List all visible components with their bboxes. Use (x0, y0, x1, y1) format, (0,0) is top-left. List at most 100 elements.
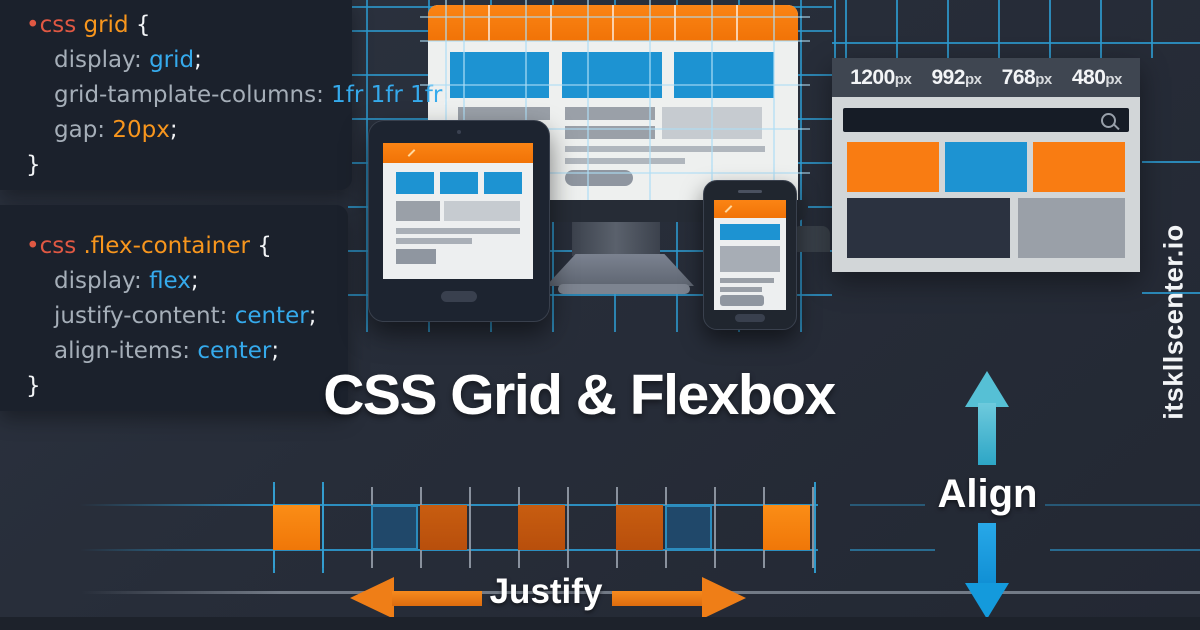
flex-item-square (616, 505, 663, 550)
monitor-blue-block (450, 52, 549, 98)
phone-image-block (720, 246, 780, 272)
tablet-home-button (441, 291, 477, 302)
browser-gray-block (1018, 198, 1125, 258)
grid-line-horizontal (832, 42, 1200, 44)
grid-tick (814, 482, 816, 573)
token-property: display: (54, 268, 150, 294)
flex-item-square (665, 505, 712, 550)
page-title: CSS Grid & Flexbox (323, 363, 836, 427)
tablet-text-bar (396, 201, 440, 221)
breakpoint-unit: px (964, 70, 982, 88)
token-property: display: (54, 47, 150, 73)
breakpoint-value: 1200 (850, 65, 895, 89)
flex-item-square (273, 505, 320, 550)
monitor-blue-block (562, 52, 662, 98)
breakpoint-label: 768px (1001, 65, 1053, 90)
background-grid-top-right (832, 0, 1200, 58)
align-arrow-down-icon (965, 523, 1009, 619)
search-bar (843, 108, 1129, 132)
camera-dot-icon (457, 130, 461, 134)
phone-text-line (720, 287, 762, 292)
browser-blue-block (945, 142, 1027, 192)
phone-screen (714, 200, 786, 310)
token-value: 20px (112, 117, 170, 143)
token-selector-name: grid (76, 12, 129, 38)
code-line: •css grid { (0, 8, 352, 43)
bottom-bar (0, 617, 1200, 630)
code-line: gap: 20px; (0, 113, 352, 148)
tablet-header-band (383, 143, 533, 163)
phone-blue-block (720, 224, 780, 240)
breakpoint-label: 480px (1071, 65, 1123, 90)
brand-watermark: itskllscenter.io (1158, 224, 1189, 420)
monitor-stand-base (558, 284, 690, 294)
tablet-blue-block (440, 172, 478, 194)
justify-label: Justify (489, 572, 603, 611)
token-close-brace: } (26, 373, 41, 399)
browser-orange-block (1033, 142, 1125, 192)
browser-body (832, 97, 1140, 272)
token-open-brace: { (249, 233, 272, 259)
phone-button (720, 295, 764, 306)
tablet-blue-block (396, 172, 434, 194)
code-line: align-items: center; (0, 334, 348, 369)
monitor-text-bar (565, 126, 655, 139)
tablet-text-line (396, 238, 472, 244)
monitor-button (565, 170, 633, 186)
token-property: gap: (54, 117, 113, 143)
tablet-text-bar (444, 201, 520, 221)
code-line: display: grid; (0, 43, 352, 78)
breakpoint-value: 992 (931, 65, 965, 89)
breakpoint-label: 1200px (850, 65, 912, 90)
css-flex-code-panel: •css .flex-container { display: flex; ju… (0, 205, 348, 411)
justify-arrow-right-icon (612, 577, 746, 619)
flex-item-square (763, 505, 810, 550)
tablet-text-line (396, 228, 520, 234)
flex-item-square (371, 505, 418, 550)
grid-line-horizontal (1045, 504, 1200, 506)
token-value: flex (149, 268, 191, 294)
phone-speaker-icon (738, 190, 762, 193)
monitor-shadow-notch (792, 226, 830, 252)
code-line: grid-tamplate-columns: 1fr 1fr 1fr; (0, 78, 450, 113)
monitor-stand-foot (546, 254, 694, 286)
css-grid-code-panel: •css grid { display: grid; grid-tamplate… (0, 0, 450, 190)
token-selector-tag: •css (26, 233, 77, 259)
justify-arrow-left-icon (350, 577, 482, 619)
monitor-blue-block (674, 52, 774, 98)
grid-line-horizontal (1142, 292, 1200, 294)
token-selector-name: .flex-container (76, 233, 250, 259)
breakpoint-value: 768 (1001, 65, 1036, 89)
flex-item-square (420, 505, 467, 550)
grid-line-horizontal (1142, 161, 1200, 163)
breakpoint-unit: px (1035, 70, 1052, 88)
token-semicolon: ; (194, 47, 202, 73)
grid-line-horizontal (850, 504, 925, 506)
search-icon (1101, 113, 1116, 128)
code-line: justify-content: center; (0, 299, 348, 334)
edit-icon (407, 149, 416, 157)
tablet-button (396, 249, 436, 264)
token-semicolon: ; (271, 338, 280, 364)
token-open-brace: { (128, 12, 151, 38)
token-property: grid-tamplate-columns: (54, 82, 332, 108)
code-line: } (0, 369, 348, 404)
monitor-text-line (565, 158, 685, 164)
token-semicolon: ; (308, 303, 317, 329)
tablet-blue-block (484, 172, 522, 194)
phone-device (703, 180, 797, 330)
breakpoint-label: 992px (931, 65, 982, 90)
token-selector-tag: •css (26, 12, 77, 38)
monitor-header-band (428, 5, 798, 41)
token-value: center (197, 338, 272, 364)
code-line: } (0, 148, 352, 183)
grid-line-horizontal (1050, 549, 1200, 551)
monitor-text-line (565, 146, 765, 152)
breakpoint-unit: px (1105, 70, 1122, 88)
token-value: grid (149, 47, 195, 73)
token-close-brace: } (26, 152, 41, 178)
phone-text-line (720, 278, 774, 283)
breakpoint-value: 480 (1071, 65, 1106, 89)
code-line: •css .flex-container { (0, 229, 348, 264)
